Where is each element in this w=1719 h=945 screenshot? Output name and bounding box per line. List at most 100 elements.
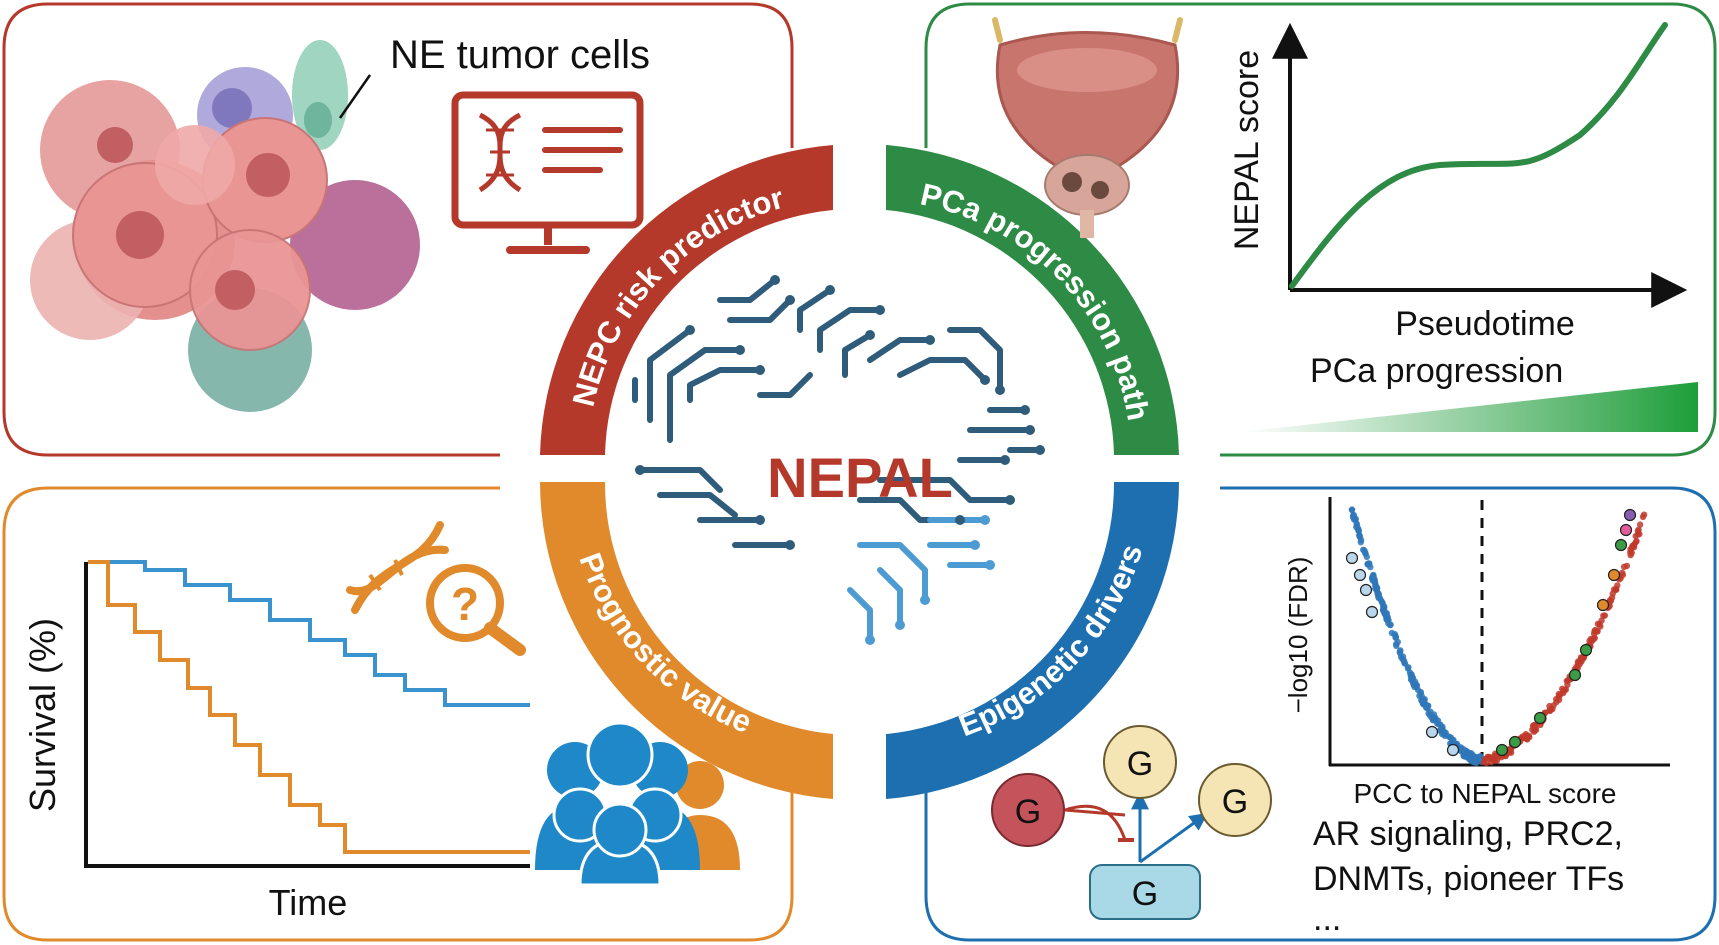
volcano-highlight-point <box>1353 568 1367 582</box>
volcano-highlight-point <box>1533 711 1547 725</box>
volcano-point <box>1375 594 1382 601</box>
volcano-point <box>1483 759 1490 767</box>
time-xlabel: Time <box>269 882 348 923</box>
volcano-point <box>1526 733 1533 741</box>
volcano-point <box>1405 664 1412 671</box>
volcano-highlight-point <box>1596 598 1610 612</box>
volcano-point <box>1416 692 1423 699</box>
volcano-point <box>1369 573 1376 581</box>
volcano-highlight-point <box>1359 583 1373 597</box>
volcano-point <box>1607 597 1615 605</box>
survival-ylabel: Survival (%) <box>22 618 63 812</box>
volcano-point <box>1353 520 1360 527</box>
volcano-point <box>1384 614 1392 622</box>
volcano-point <box>1393 640 1400 648</box>
volcano-point <box>1434 720 1441 727</box>
volcano-point <box>1612 586 1620 593</box>
survival-curve-blue <box>88 560 530 707</box>
volcano-point <box>1488 758 1495 766</box>
survival-curve-orange <box>88 560 530 854</box>
gene-node-red: G <box>1015 793 1041 831</box>
volcano-point <box>1372 582 1379 589</box>
computer-monitor-dna-icon <box>451 91 644 254</box>
volcano-point <box>1364 561 1371 568</box>
volcano-point <box>1439 723 1446 731</box>
volcano-point <box>1620 563 1628 570</box>
volcano-highlight-point <box>1425 725 1439 739</box>
driver-note-line3: ... <box>1313 900 1341 938</box>
label-pointer-line <box>338 74 372 119</box>
center-title: NEPAL <box>767 446 953 509</box>
volcano-highlight-point <box>1619 523 1633 537</box>
volcano-point <box>1360 546 1367 553</box>
panel-top-left-border <box>2 2 794 457</box>
nepal-score-ylabel: NEPAL score <box>1228 50 1266 250</box>
volcano-point <box>1397 653 1405 661</box>
volcano-point <box>1468 751 1475 759</box>
volcano-point <box>1348 506 1356 513</box>
circuit-brain-icon <box>632 275 1045 645</box>
volcano-point <box>1619 569 1626 576</box>
volcano-highlight-point <box>1614 538 1628 552</box>
volcano-point <box>1594 628 1601 635</box>
volcano-point <box>1410 680 1417 687</box>
nepal-score-curve <box>1289 22 1668 289</box>
volcano-point <box>1636 521 1644 528</box>
pca-progression-label: PCa progression <box>1310 352 1563 390</box>
volcano-point <box>1548 705 1555 712</box>
svg-text:?: ? <box>451 578 479 630</box>
arc-bottom-right <box>886 482 1179 799</box>
arc-bottom-left <box>540 482 833 799</box>
volcano-point <box>1425 710 1432 717</box>
volcano-highlight-point <box>1607 568 1621 582</box>
volcano-point <box>1635 526 1642 533</box>
driver-note-line2: DNMTs, pioneer TFs <box>1313 860 1624 898</box>
volcano-highlight-point <box>1623 508 1637 522</box>
volcano-point <box>1575 658 1582 665</box>
arc-top-right <box>886 145 1179 455</box>
volcano-point <box>1363 553 1371 560</box>
progression-gradient-wedge <box>1240 382 1698 432</box>
driver-note-line1: AR signaling, PRC2, <box>1313 815 1623 853</box>
pseudotime-xlabel: Pseudotime <box>1395 305 1575 343</box>
volcano-point <box>1580 655 1587 662</box>
volcano-point <box>1392 634 1399 641</box>
volcano-point <box>1596 620 1603 628</box>
volcano-highlight-point <box>1508 735 1522 749</box>
gene-regulation-network: G G G G <box>991 725 1272 920</box>
volcano-point <box>1460 746 1468 753</box>
patient-group-icon <box>535 721 740 887</box>
label-ne-tumor-cells: NE tumor cells <box>390 33 650 77</box>
panel-bottom-right-border <box>924 486 1717 942</box>
volcano-highlight-point <box>1568 668 1582 682</box>
volcano-point <box>1639 513 1647 521</box>
dna-magnifier-icon: ? <box>346 521 526 656</box>
bladder-prostate-illustration <box>992 17 1183 238</box>
volcano-point <box>1632 532 1639 540</box>
volcano-point <box>1408 675 1416 682</box>
volcano-point <box>1493 753 1500 760</box>
gene-node-blue: G <box>1132 875 1158 913</box>
volcano-plot-points <box>1345 506 1648 767</box>
volcano-point <box>1350 512 1357 519</box>
gene-node-yellow-top: G <box>1127 745 1153 783</box>
volcano-xlabel: PCC to NEPAL score <box>1354 778 1617 809</box>
volcano-point <box>1356 532 1363 539</box>
volcano-point <box>1357 539 1365 546</box>
volcano-point <box>1588 638 1595 646</box>
volcano-point <box>1530 728 1538 735</box>
panel-bottom-left-border <box>2 486 794 942</box>
panel-top-right-border <box>924 2 1717 457</box>
volcano-point <box>1601 612 1609 619</box>
volcano-point <box>1633 537 1640 545</box>
volcano-highlight-point <box>1579 643 1593 657</box>
volcano-point <box>1424 705 1431 712</box>
volcano-highlight-point <box>1495 743 1509 757</box>
volcano-highlight-point <box>1446 743 1460 757</box>
volcano-point <box>1419 700 1427 708</box>
volcano-point <box>1628 549 1636 557</box>
gene-node-yellow-right: G <box>1222 783 1248 821</box>
tumor-cells-illustration <box>30 40 420 412</box>
arc-top-left <box>540 145 833 455</box>
volcano-point <box>1381 603 1388 610</box>
